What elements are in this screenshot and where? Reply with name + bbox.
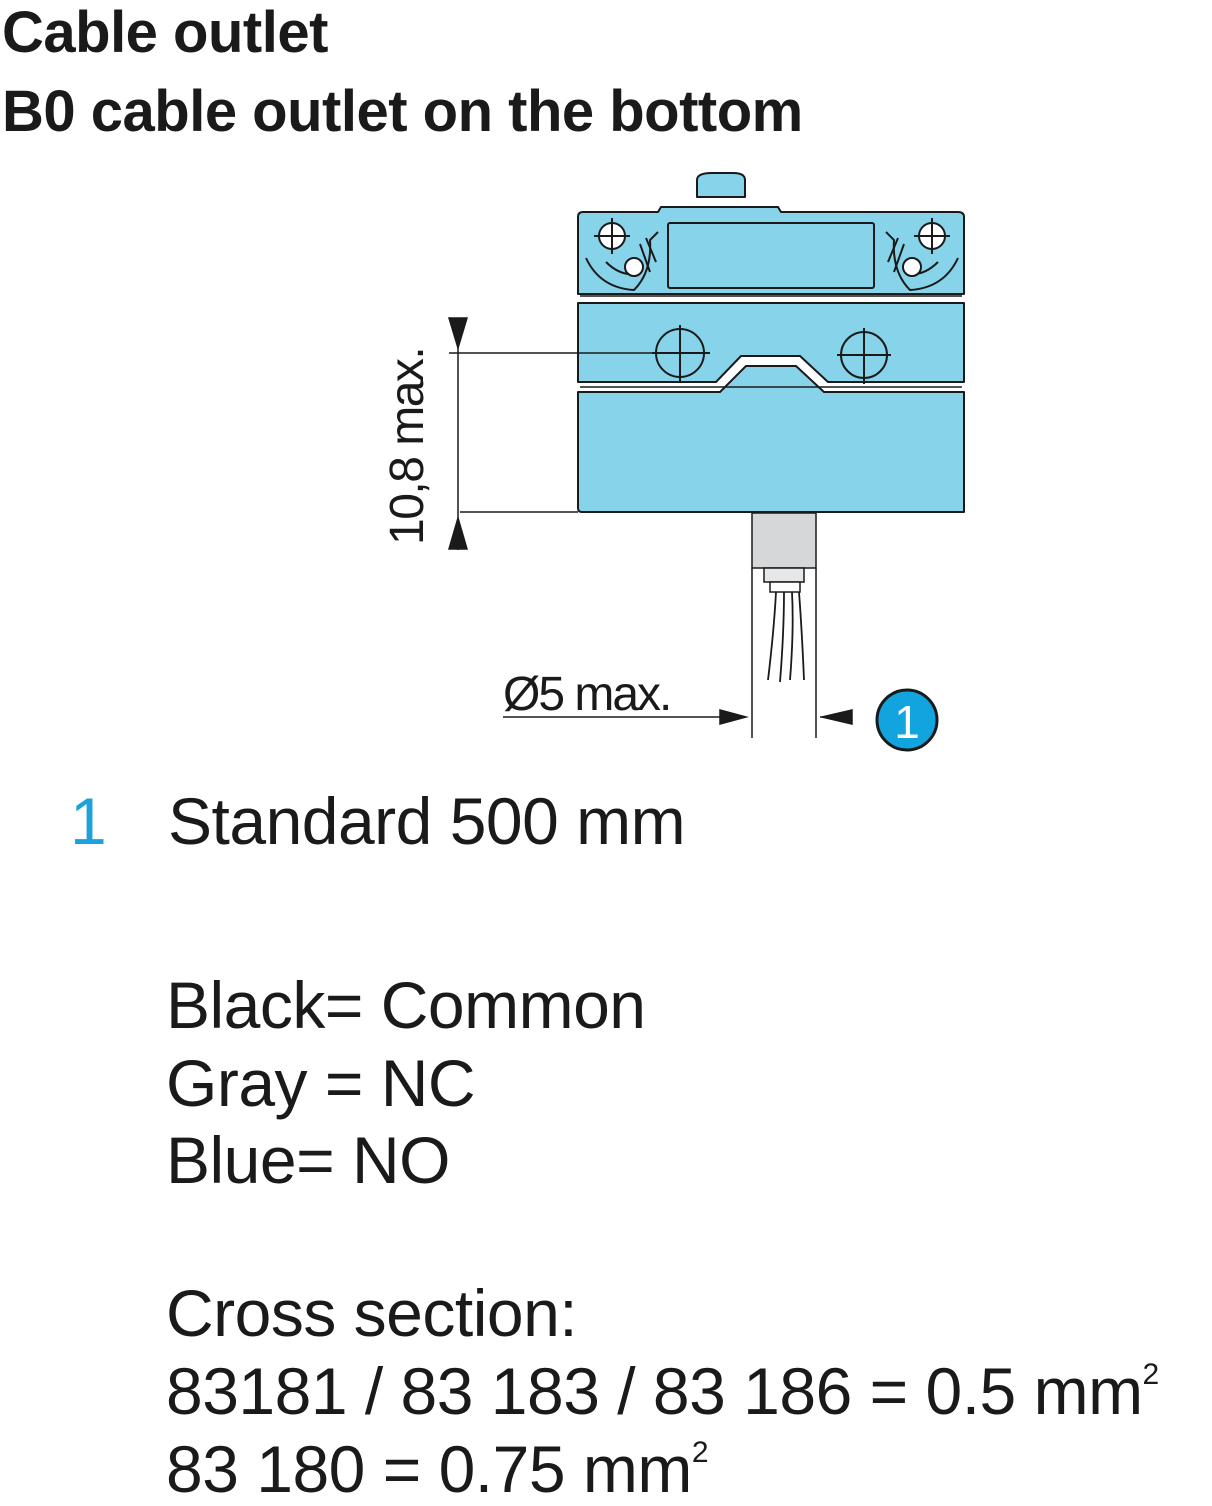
cross-section-line-2: 83 180 = 0.75 mm2 — [166, 1432, 709, 1506]
top-block — [577, 206, 965, 295]
switch-drawing: 10,8 max. Ø5 max. 1 — [381, 172, 965, 752]
cable-sheath — [751, 512, 817, 569]
cable-wires — [767, 591, 805, 683]
cross-section-heading: Cross section: — [166, 1276, 578, 1350]
bottom-block — [577, 365, 965, 513]
callout-marker — [875, 688, 939, 752]
dim-height-label: 10,8 max. — [381, 348, 434, 545]
wire-blue: Blue= NO — [166, 1123, 450, 1197]
note-text: Standard 500 mm — [168, 784, 686, 858]
wire-gray: Gray = NC — [166, 1046, 476, 1120]
callout-number: 1 — [894, 696, 920, 748]
cross-section-line-1: 83181 / 83 183 / 83 186 = 0.5 mm2 — [166, 1354, 1160, 1428]
page-subtitle: B0 cable outlet on the bottom — [2, 79, 803, 144]
dim-diameter-label: Ø5 max. — [503, 668, 670, 721]
plunger — [696, 172, 746, 198]
wire-black: Black= Common — [166, 968, 646, 1042]
note-number: 1 — [70, 784, 107, 858]
cable-ring — [763, 567, 805, 583]
label-window — [667, 222, 875, 289]
page-title: Cable outlet — [2, 0, 328, 65]
